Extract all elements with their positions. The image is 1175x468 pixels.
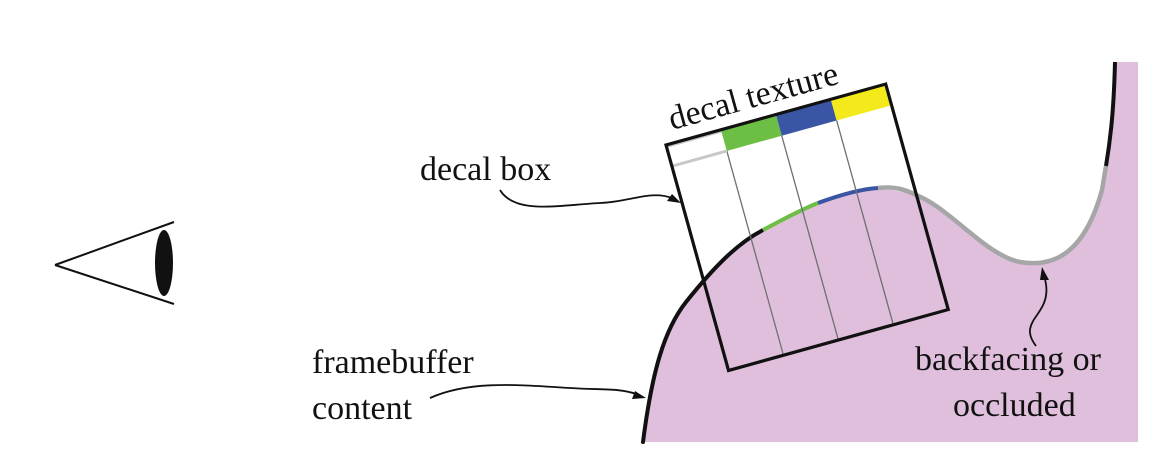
backfacing-label-line1: backfacing or [915,341,1102,378]
projection-line [836,120,894,325]
projection-line [726,150,785,356]
decal-box-arrowhead [667,194,681,203]
backfacing-label-line2: occluded [953,387,1076,424]
decal-box-frame [664,82,951,373]
projection-line [781,135,840,341]
backfacing-leader [1029,275,1048,347]
framebuffer-arrowhead [632,391,646,399]
backfacing-arrowhead [1040,267,1049,280]
eye-icon [54,221,175,305]
surface-outline-right [1104,61,1117,167]
framebuffer-label-line1: framebuffer [312,344,474,381]
decal-texture-segment-green [720,114,782,151]
texel-boundary-line [671,149,728,168]
decal-texture-segment-yellow [830,84,892,121]
decal-texture-segment-blue [775,99,837,136]
decal-box-label: decal box [420,151,551,188]
framebuffer-label-line2: content [312,390,413,427]
framebuffer-leader [429,384,637,399]
decal-box-leader [499,189,673,208]
